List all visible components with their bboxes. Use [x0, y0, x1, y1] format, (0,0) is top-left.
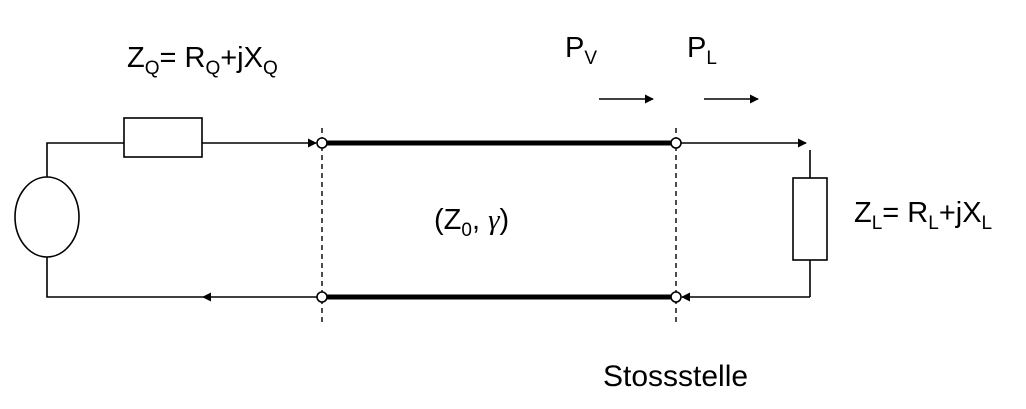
voltage-source-icon [14, 176, 80, 258]
load-power-label: PL [687, 32, 717, 69]
source-top-wire [46, 142, 124, 177]
terminal-output-top [670, 137, 682, 149]
load-impedance-label: ZL= RL+jXL [854, 197, 992, 234]
source-impedance-label: ZQ= RQ+jXQ [127, 42, 278, 79]
source-impedance-resistor [123, 117, 203, 158]
load-impedance-resistor [792, 177, 828, 261]
forward-power-label: PV [565, 32, 597, 69]
terminal-output-bottom [670, 291, 682, 303]
terminal-input-bottom [316, 291, 328, 303]
source-bottom-wire [46, 257, 203, 298]
terminal-input-top [316, 137, 328, 149]
line-parameters-label: (Z0, γ) [434, 204, 509, 241]
discontinuity-label: Stossstelle [603, 360, 748, 393]
